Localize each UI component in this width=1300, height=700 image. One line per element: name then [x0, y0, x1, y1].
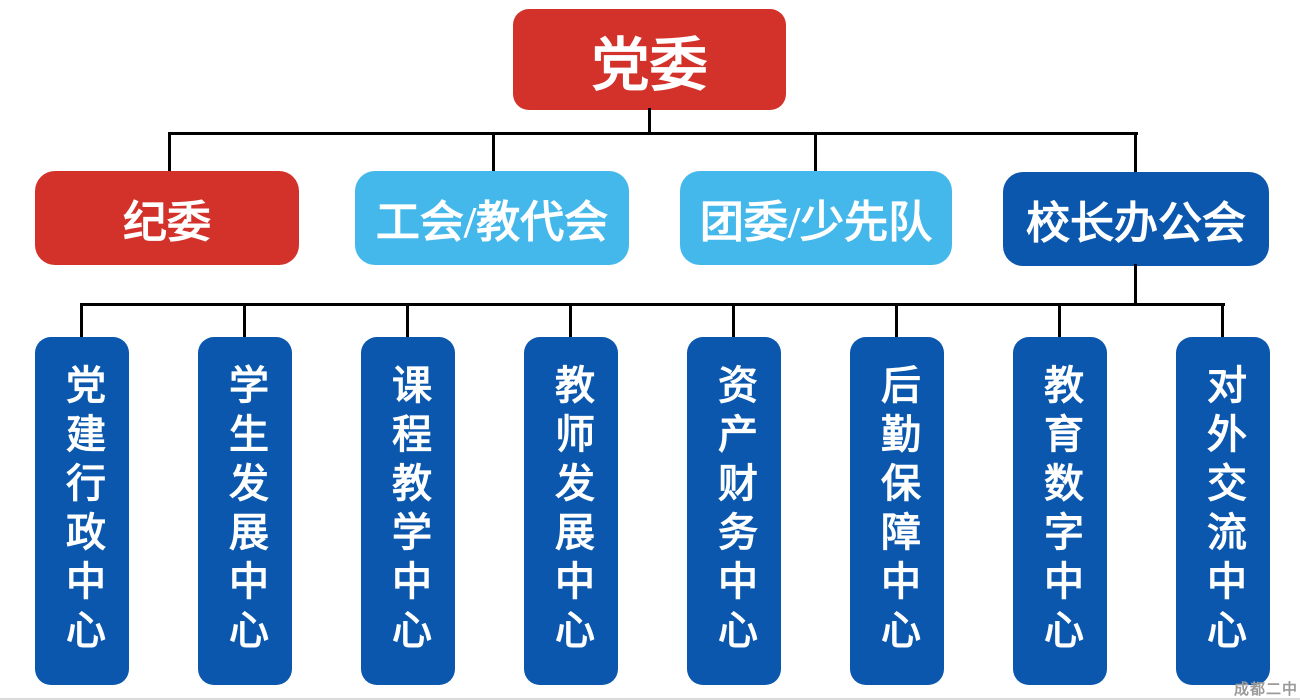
connector-line — [406, 303, 409, 339]
org-node-label: 党建行政中心 — [60, 364, 105, 658]
connector-line — [168, 132, 1138, 135]
org-node-center-teacher-development: 教师发展中心 — [524, 337, 618, 685]
org-node-label: 教师发展中心 — [549, 364, 594, 658]
connector-line — [814, 132, 817, 173]
page-bottom-divider — [0, 698, 1300, 700]
org-node-label: 资产财务中心 — [712, 364, 757, 658]
connector-line — [492, 132, 495, 173]
org-node-label: 后勤保障中心 — [875, 364, 920, 658]
org-node-party-committee: 党委 — [513, 9, 786, 110]
org-node-center-education-digital: 教育数字中心 — [1013, 337, 1107, 685]
org-node-label: 校长办公会 — [1026, 199, 1246, 248]
org-node-label: 教育数字中心 — [1038, 364, 1083, 658]
connector-line — [168, 132, 171, 173]
org-node-center-external-exchange: 对外交流中心 — [1176, 337, 1270, 685]
org-node-labor-union: 工会/教代会 — [355, 171, 629, 265]
connector-line — [732, 303, 735, 339]
connector-line — [1058, 303, 1061, 339]
connector-line — [243, 303, 246, 339]
connector-line — [1134, 264, 1137, 306]
org-node-center-curriculum-teaching: 课程教学中心 — [361, 337, 455, 685]
connector-line — [648, 108, 651, 135]
org-node-discipline-committee: 纪委 — [35, 171, 299, 265]
org-node-label: 工会/教代会 — [375, 198, 609, 247]
org-node-label: 纪委 — [123, 198, 211, 247]
org-node-label: 团委/少先队 — [699, 198, 933, 247]
connector-line — [1221, 303, 1224, 339]
org-node-label: 对外交流中心 — [1201, 364, 1246, 658]
org-node-center-logistics-support: 后勤保障中心 — [850, 337, 944, 685]
org-node-label: 学生发展中心 — [223, 364, 268, 658]
org-node-center-party-building: 党建行政中心 — [35, 337, 129, 685]
org-node-label: 课程教学中心 — [386, 364, 431, 658]
org-node-youth-league: 团委/少先队 — [680, 171, 952, 265]
org-node-center-asset-finance: 资产财务中心 — [687, 337, 781, 685]
org-node-principal-office: 校长办公会 — [1003, 172, 1269, 266]
org-node-label: 党委 — [591, 32, 708, 98]
connector-line — [80, 303, 1225, 306]
connector-line — [80, 303, 83, 339]
connector-line — [569, 303, 572, 339]
connector-line — [1134, 132, 1137, 173]
school-watermark: 成都二中 — [1233, 682, 1298, 698]
connector-line — [895, 303, 898, 339]
org-node-center-student-development: 学生发展中心 — [198, 337, 292, 685]
